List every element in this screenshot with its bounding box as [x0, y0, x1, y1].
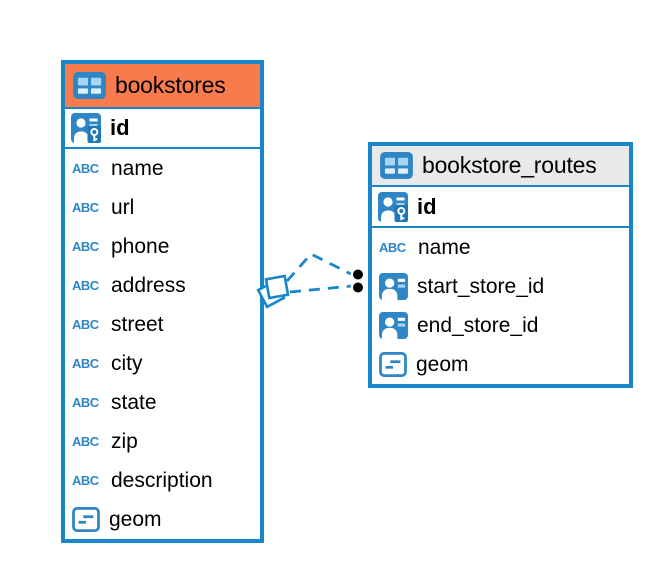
- text-type-icon: ABC: [72, 317, 99, 332]
- column-row-zip[interactable]: ABC zip: [65, 422, 260, 461]
- column-row-start-store-id[interactable]: start_store_id: [372, 267, 629, 306]
- table-icon: [380, 152, 413, 179]
- foreign-key-icon: [379, 273, 408, 300]
- column-row-street[interactable]: ABC street: [65, 305, 260, 344]
- text-type-icon: ABC: [72, 278, 99, 293]
- column-label: geom: [416, 352, 469, 376]
- column-label: name: [418, 235, 471, 259]
- column-row-address[interactable]: ABC address: [65, 266, 260, 305]
- column-row-url[interactable]: ABC url: [65, 188, 260, 227]
- text-type-icon: ABC: [379, 240, 406, 255]
- foreign-key-icon: [379, 312, 408, 339]
- relationship-line-end-store-id[interactable]: [289, 284, 353, 294]
- table-bookstores[interactable]: bookstores id ABC name ABC url ABC phone: [61, 60, 264, 543]
- text-type-icon: ABC: [72, 434, 99, 449]
- relationship-target-dot-markers[interactable]: [350, 267, 366, 295]
- column-label: city: [111, 351, 143, 375]
- column-row-state[interactable]: ABC state: [65, 383, 260, 422]
- geometry-type-icon: [379, 352, 407, 377]
- table-bookstore-routes[interactable]: bookstore_routes id ABC name: [368, 142, 633, 388]
- primary-key-icon: [378, 191, 408, 222]
- text-type-icon: ABC: [72, 473, 99, 488]
- primary-key-label: id: [110, 115, 130, 140]
- column-label: street: [111, 312, 164, 336]
- column-row-id[interactable]: id: [372, 185, 629, 228]
- table-icon: [73, 72, 106, 99]
- column-label: description: [111, 468, 213, 492]
- column-label: geom: [109, 507, 162, 531]
- text-type-icon: ABC: [72, 200, 99, 215]
- column-row-id[interactable]: id: [65, 107, 260, 149]
- column-label: phone: [111, 234, 170, 258]
- column-row-name[interactable]: ABC name: [65, 149, 260, 188]
- table-header-bookstores[interactable]: bookstores: [65, 64, 260, 107]
- column-row-phone[interactable]: ABC phone: [65, 227, 260, 266]
- primary-key-icon: [71, 113, 101, 143]
- table-header-bookstore-routes[interactable]: bookstore_routes: [372, 146, 629, 185]
- column-label: state: [111, 390, 157, 414]
- text-type-icon: ABC: [72, 161, 99, 176]
- primary-key-label: id: [417, 193, 437, 219]
- text-type-icon: ABC: [72, 239, 99, 254]
- text-type-icon: ABC: [72, 395, 99, 410]
- column-label: url: [111, 195, 135, 219]
- column-row-description[interactable]: ABC description: [65, 461, 260, 500]
- relationship-line-start-store-id[interactable]: [285, 252, 354, 282]
- column-label: address: [111, 273, 186, 297]
- geometry-type-icon: [72, 507, 100, 532]
- column-label: end_store_id: [417, 313, 539, 337]
- column-row-geom[interactable]: geom: [65, 500, 260, 539]
- table-title: bookstore_routes: [422, 152, 597, 178]
- column-row-end-store-id[interactable]: end_store_id: [372, 306, 629, 345]
- table-title: bookstores: [115, 72, 226, 98]
- text-type-icon: ABC: [72, 356, 99, 371]
- column-row-city[interactable]: ABC city: [65, 344, 260, 383]
- column-label: start_store_id: [417, 274, 545, 298]
- column-label: zip: [111, 429, 138, 453]
- column-row-name[interactable]: ABC name: [372, 228, 629, 267]
- column-label: name: [111, 156, 164, 180]
- column-row-geom[interactable]: geom: [372, 345, 629, 384]
